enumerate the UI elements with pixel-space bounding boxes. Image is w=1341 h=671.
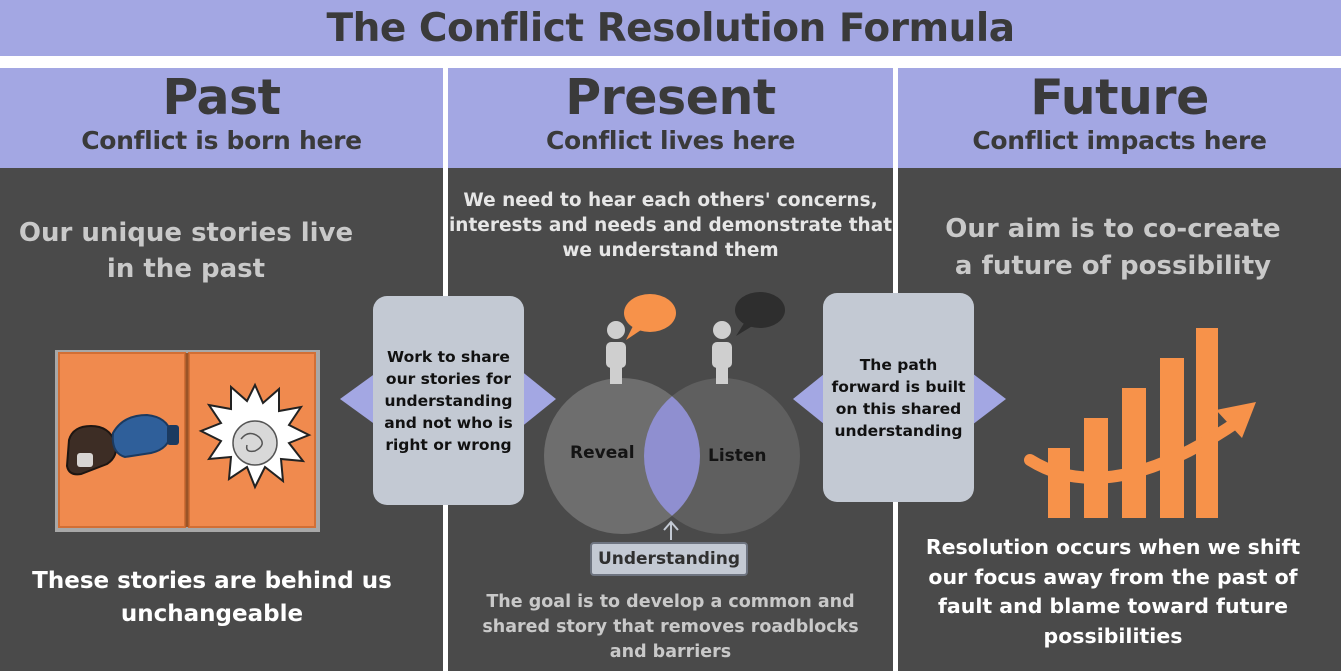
up-arrow-icon [663,520,679,540]
future-bottom-text: Resolution occurs when we shift our focu… [898,533,1328,651]
path-forward-line2: forward is built [831,377,966,396]
venn-diagram [544,292,800,540]
share-stories-line5: right or wrong [385,435,512,454]
explosion-icon [198,382,312,490]
arrow-left-icon [340,370,380,428]
future-intro: Our aim is to co-create a future of poss… [898,211,1328,285]
future-bottom-line3: fault and blame toward future [938,594,1288,618]
present-bottom-line2: shared story that removes roadblocks [482,617,859,637]
understanding-label: Understanding [590,542,748,576]
path-forward-line3: on this shared [835,399,962,418]
past-bottom-text: These stories are behind us unchangeable [0,565,424,631]
share-stories-line3: understanding [384,391,513,410]
speech-bubble-icon [624,294,676,340]
overlap-region [644,378,700,534]
person-icon [606,321,626,384]
path-forward-card: The path forward is built on this shared… [823,293,974,502]
arrow-right-icon [968,370,1006,428]
present-bottom-text: The goal is to develop a common and shar… [448,590,893,665]
present-subheading: Conflict lives here [545,126,796,155]
present-intro-line1: We need to hear each others' concerns, [463,190,878,211]
person-icon [712,321,732,384]
past-intro: Our unique stories live in the past [0,215,372,287]
listen-label: Listen [708,446,767,466]
arrow-left-icon [793,370,829,428]
present-bottom-line3: and barriers [609,642,732,662]
present-intro-line3: we understand them [562,240,779,261]
present-heading: Present [565,69,776,126]
future-intro-line1: Our aim is to co-create [945,214,1281,244]
future-header: Future Conflict impacts here [898,68,1341,168]
growth-bar-chart-icon [1024,328,1256,518]
past-subheading: Conflict is born here [81,126,362,155]
share-stories-line4: and not who is [384,413,513,432]
future-intro-line2: a future of possibility [954,251,1272,281]
path-forward-line4: understanding [834,421,963,440]
past-heading: Past [162,69,281,126]
future-subheading: Conflict impacts here [972,126,1267,155]
open-book-boxing-gloves-icon [55,350,320,532]
future-bottom-line1: Resolution occurs when we shift [925,535,1301,559]
present-header: Present Conflict lives here [448,68,893,168]
speech-bubble-icon [735,292,785,336]
page-title: The Conflict Resolution Formula [326,5,1015,51]
future-heading: Future [1030,69,1209,126]
future-bottom-line4: possibilities [1043,623,1183,648]
present-intro-line2: interests and needs and demonstrate that [448,215,893,236]
future-bottom-line2: our focus away from the past of [928,564,1298,589]
past-bottom-line1: These stories are behind us [32,568,392,594]
past-intro-line1: Our unique stories live [18,218,354,248]
past-header: Past Conflict is born here [0,68,443,168]
past-intro-line2: in the past [106,254,266,284]
arrow-right-icon [520,370,556,428]
share-stories-card: Work to share our stories for understand… [373,296,524,505]
share-stories-line2: our stories for [385,369,512,388]
past-bottom-line2: unchangeable [120,601,304,627]
reveal-label: Reveal [570,443,635,463]
share-stories-line1: Work to share [387,347,510,366]
present-intro: We need to hear each others' concerns, i… [448,188,893,263]
title-banner: The Conflict Resolution Formula [0,0,1341,56]
path-forward-line1: The path [859,355,938,374]
boxing-gloves [65,413,179,476]
present-bottom-line1: The goal is to develop a common and [486,592,855,612]
